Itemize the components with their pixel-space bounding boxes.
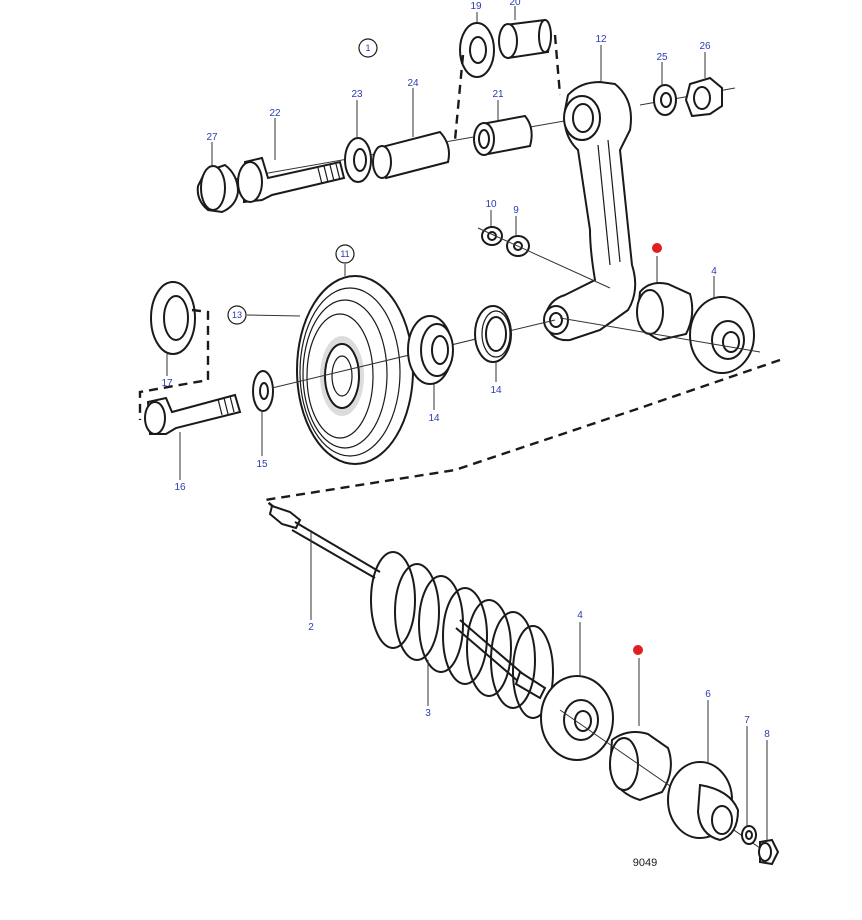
svg-text:11: 11	[340, 249, 349, 259]
drawing-number: 9049	[633, 857, 657, 869]
part-4-lower-seat	[540, 675, 614, 761]
label-12: 12	[595, 34, 607, 45]
label-2: 2	[308, 622, 314, 633]
label-6: 6	[705, 689, 711, 700]
part-19-washer	[459, 22, 495, 78]
part-6-cup	[667, 761, 740, 842]
part-11-pulley	[296, 275, 414, 465]
axis-9-10	[477, 227, 611, 289]
label-8: 8	[764, 729, 770, 740]
marker-lower	[633, 645, 643, 655]
label-22: 22	[269, 108, 281, 119]
label-10: 10	[485, 199, 497, 210]
label-21: 21	[492, 89, 504, 100]
svg-text:1: 1	[365, 43, 370, 53]
label-26: 26	[699, 41, 711, 52]
part-17-washer	[150, 281, 196, 355]
label-23: 23	[351, 89, 363, 100]
label-24: 24	[407, 78, 419, 89]
part-21-bushing	[473, 114, 533, 156]
label-16: 16	[174, 482, 186, 493]
part-3-spring	[370, 551, 554, 719]
label-7: 7	[744, 715, 750, 726]
label-4-lower: 4	[577, 610, 583, 621]
part-25-washer	[653, 84, 677, 116]
leader-lines	[166, 6, 768, 840]
dashed-link-top	[453, 34, 562, 141]
part-23-washer	[344, 137, 372, 183]
circled-label-1: 1	[358, 38, 378, 58]
circled-label-13: 13	[227, 305, 247, 325]
label-14-seal: 14	[490, 385, 502, 396]
part-15-washer	[252, 370, 274, 412]
part-seal	[474, 305, 512, 363]
axis-upper-seat	[559, 317, 761, 353]
part-26-nut	[684, 76, 723, 118]
part-4-upper-seat	[689, 296, 755, 374]
part-24-sleeve	[372, 130, 450, 180]
part-20-sleeve	[498, 18, 552, 60]
part-22-bolt	[237, 156, 346, 204]
label-27: 27	[206, 132, 218, 143]
circled-label-11: 11	[335, 244, 355, 264]
label-3: 3	[425, 708, 431, 719]
label-9: 9	[513, 205, 519, 216]
label-25: 25	[656, 52, 668, 63]
svg-text:13: 13	[232, 310, 242, 320]
part-2-rod	[268, 504, 547, 700]
part-27-cap	[196, 163, 240, 214]
part-12-arm	[543, 80, 637, 342]
label-19: 19	[470, 1, 482, 12]
label-17: 17	[161, 378, 173, 389]
dashed-link-middle	[262, 358, 781, 513]
label-15: 15	[256, 459, 268, 470]
label-4-upper: 4	[711, 266, 717, 277]
part-10-nut	[481, 226, 503, 246]
part-5-upper-bush	[636, 282, 694, 342]
part-16-bolt	[144, 393, 242, 435]
part-7-washer	[741, 825, 757, 845]
axis-lower	[559, 709, 771, 856]
marker-upper	[652, 243, 662, 253]
part-14-bearing	[407, 315, 454, 385]
part-8-nut	[758, 838, 780, 866]
label-20: 20	[509, 0, 521, 8]
label-14-bearing: 14	[428, 413, 440, 424]
